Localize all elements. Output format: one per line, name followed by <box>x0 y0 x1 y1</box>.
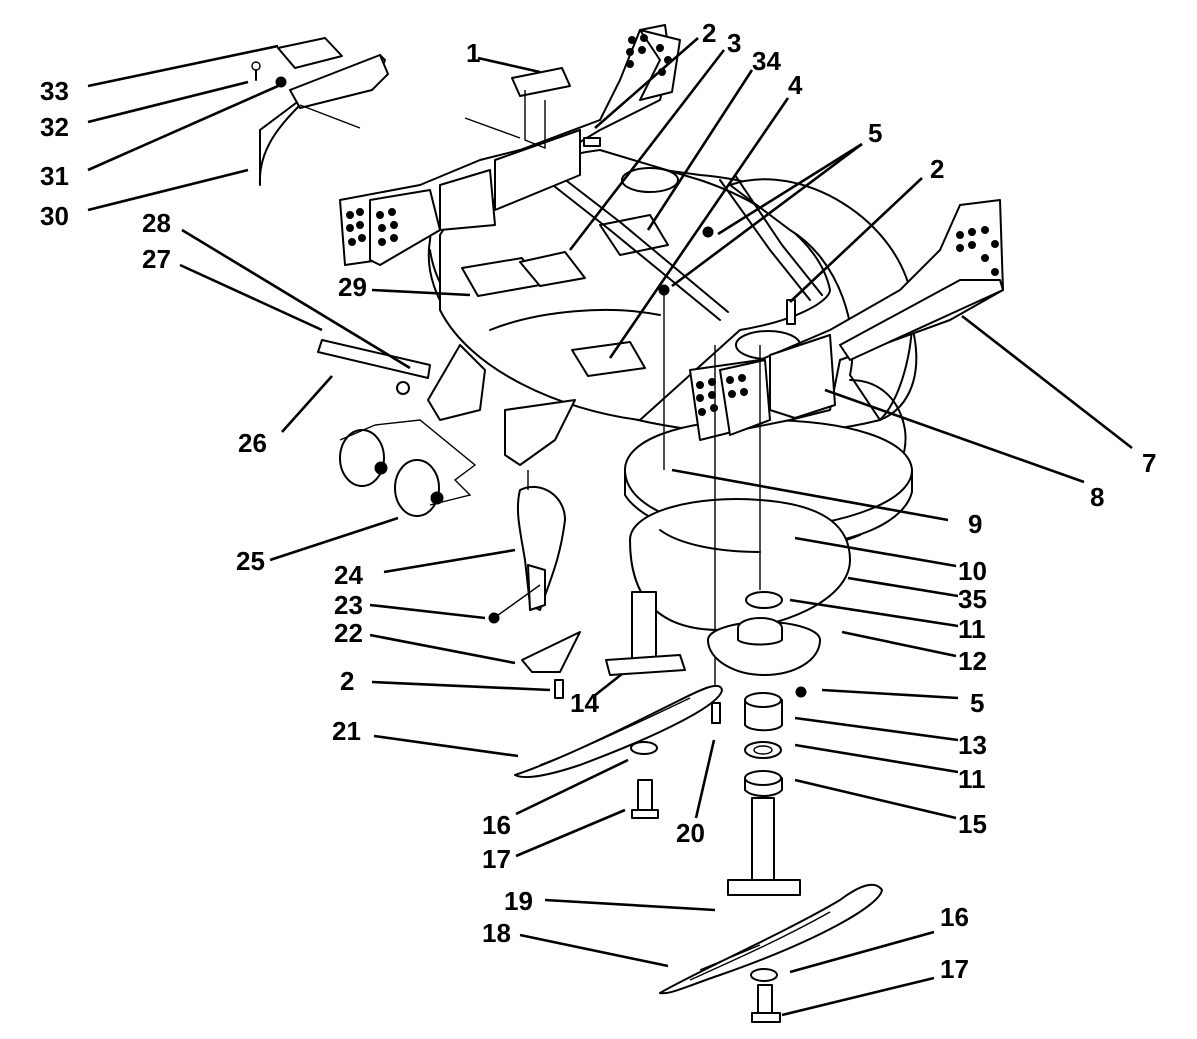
callout-8: 8 <box>1090 482 1104 512</box>
left-hanger-bracket <box>339 24 681 266</box>
callout-20: 20 <box>676 818 705 848</box>
decal-1 <box>464 67 571 150</box>
callout-9: 9 <box>968 509 982 539</box>
callout-14: 14 <box>570 688 599 718</box>
deflector-bracket-assembly <box>251 37 389 186</box>
callout-11a: 11 <box>958 614 986 644</box>
callout-27: 27 <box>142 244 171 274</box>
callout-26: 26 <box>238 428 267 458</box>
leader-lines <box>87 37 1133 1017</box>
callout-34: 34 <box>752 46 781 76</box>
callout-16b: 16 <box>940 902 969 932</box>
callout-2a: 2 <box>702 18 716 48</box>
callout-33: 33 <box>40 76 69 106</box>
left-spindle-components <box>514 591 723 819</box>
callout-24: 24 <box>334 560 363 590</box>
anti-scalp-wheels <box>317 339 576 517</box>
callout-19: 19 <box>504 886 533 916</box>
callout-3: 3 <box>727 28 741 58</box>
callout-7: 7 <box>1142 448 1156 478</box>
callout-4: 4 <box>788 70 803 100</box>
callout-32: 32 <box>40 112 69 142</box>
mower-deck <box>427 149 918 631</box>
callout-16a: 16 <box>482 810 511 840</box>
discharge-baffle <box>488 470 581 673</box>
callout-labels: 1 2 3 34 4 5 2 33 32 31 30 28 27 29 26 7… <box>40 18 1156 984</box>
callout-1: 1 <box>466 38 480 68</box>
callout-11b: 11 <box>958 764 986 794</box>
callout-2c: 2 <box>340 666 354 696</box>
callout-35: 35 <box>958 584 987 614</box>
callout-22: 22 <box>334 618 363 648</box>
callout-5a: 5 <box>868 118 882 148</box>
callout-21: 21 <box>332 716 361 746</box>
callout-18: 18 <box>482 918 511 948</box>
callout-25: 25 <box>236 546 265 576</box>
callout-17a: 17 <box>482 844 511 874</box>
spindle-components <box>659 290 883 1023</box>
callout-5b: 5 <box>970 688 984 718</box>
callout-29: 29 <box>338 272 367 302</box>
callout-2b: 2 <box>930 154 944 184</box>
callout-13: 13 <box>958 730 987 760</box>
callout-15: 15 <box>958 809 987 839</box>
callout-23: 23 <box>334 590 363 620</box>
callout-12: 12 <box>958 646 987 676</box>
callout-30: 30 <box>40 201 69 231</box>
callout-17b: 17 <box>940 954 969 984</box>
right-hanger-bracket <box>689 199 1004 441</box>
callout-28: 28 <box>142 208 171 238</box>
callout-10: 10 <box>958 556 987 586</box>
callout-31: 31 <box>40 161 69 191</box>
